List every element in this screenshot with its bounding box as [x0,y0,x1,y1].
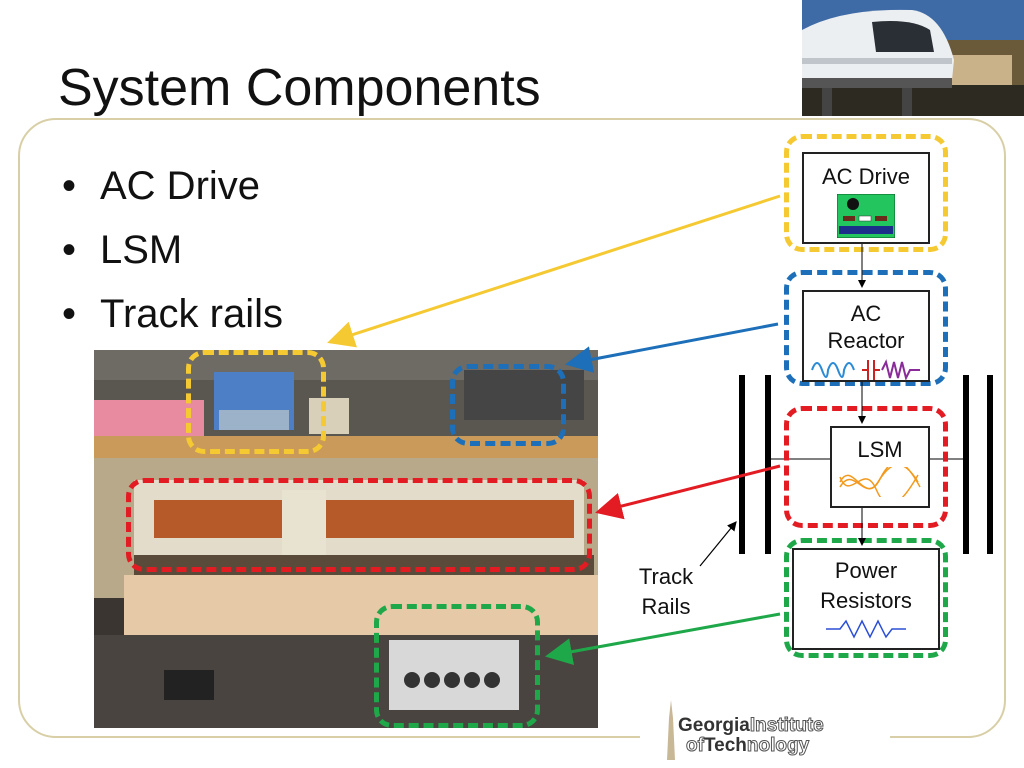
logo-word-institute: Institute [749,715,824,736]
bullet-item: •Track rails [62,282,283,346]
bullet-item: •AC Drive [62,154,283,218]
ac-drive-icon [837,194,895,238]
logo-word-nology: nology [746,735,810,756]
tech-tower-icon [667,700,675,760]
ac-drive-block: AC Drive [802,152,930,244]
sine-waves-icon [839,467,921,497]
slide-title: System Components [58,59,541,117]
bullet-item: •LSM [62,218,283,282]
ac-reactor-label-line1: AC [850,301,882,326]
highlight-power-resistors-photo [374,604,540,728]
ac-reactor-label-line2: Reactor [827,328,905,353]
highlight-ac-drive-photo [186,350,326,454]
track-label-line2: Rails [641,594,691,619]
highlight-power-resistors-block [784,538,948,658]
bullet-text: Track rails [100,292,283,336]
logo-word-tech: Tech [703,735,747,756]
ac-drive-label: AC Drive [821,164,910,189]
power-resistors-label-line1: Power [834,558,898,583]
power-resistors-block: Power Resistors [792,548,940,650]
bullet-text: AC Drive [100,164,261,208]
frame-gap [640,726,890,746]
highlight-lsm-block [784,406,948,528]
logo-word-georgia: Georgia [678,715,750,736]
highlight-lsm-photo [126,478,592,572]
track-label-line1: Track [638,564,694,589]
content-frame [18,118,1006,738]
highlight-ac-reactor-photo [450,364,566,446]
track-rails-label: Track Rails [628,562,704,622]
lsm-block: LSM [830,426,930,508]
lsm-label: LSM [857,437,903,462]
logo-word-of: of [686,735,705,756]
highlight-ac-drive-block [784,134,948,252]
resistor-symbol-icon [826,619,906,639]
georgia-tech-logo: GeorgiaInstitute ofTechnology [664,700,874,762]
monorail-photo [802,0,1024,116]
power-resistors-label-line2: Resistors [820,588,912,613]
ac-reactor-block: AC Reactor [802,290,930,382]
highlight-ac-reactor-block [784,270,948,386]
bullet-list: •AC Drive •LSM •Track rails [62,154,283,346]
bullet-text: LSM [100,228,183,272]
reactor-symbol-icon [811,359,920,381]
